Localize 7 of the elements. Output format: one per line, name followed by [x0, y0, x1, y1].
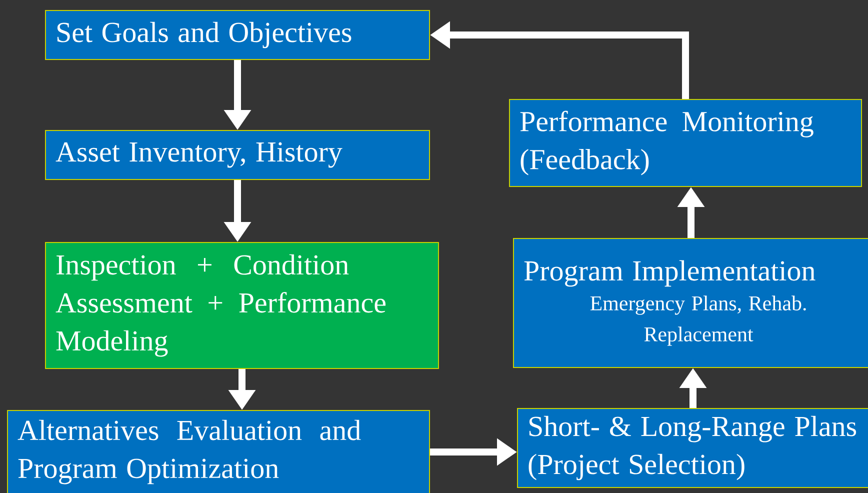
flow-box: Alternatives Evaluation and Program Optimization — [7, 410, 430, 493]
flow-box: Inspection + Condition Assessment + Performance Modeling — [45, 242, 439, 369]
flow-box: Short- & Long-Range Plans (Project Selection) — [517, 408, 868, 488]
flow-box: Asset Inventory, History — [45, 130, 430, 180]
flow-box: Performance Monitoring (Feedback) — [509, 99, 862, 187]
flow-box: Program Implementation Emergency Plans, Rehab. Replacement — [513, 238, 868, 368]
flow-box: Set Goals and Objectives — [45, 10, 430, 60]
